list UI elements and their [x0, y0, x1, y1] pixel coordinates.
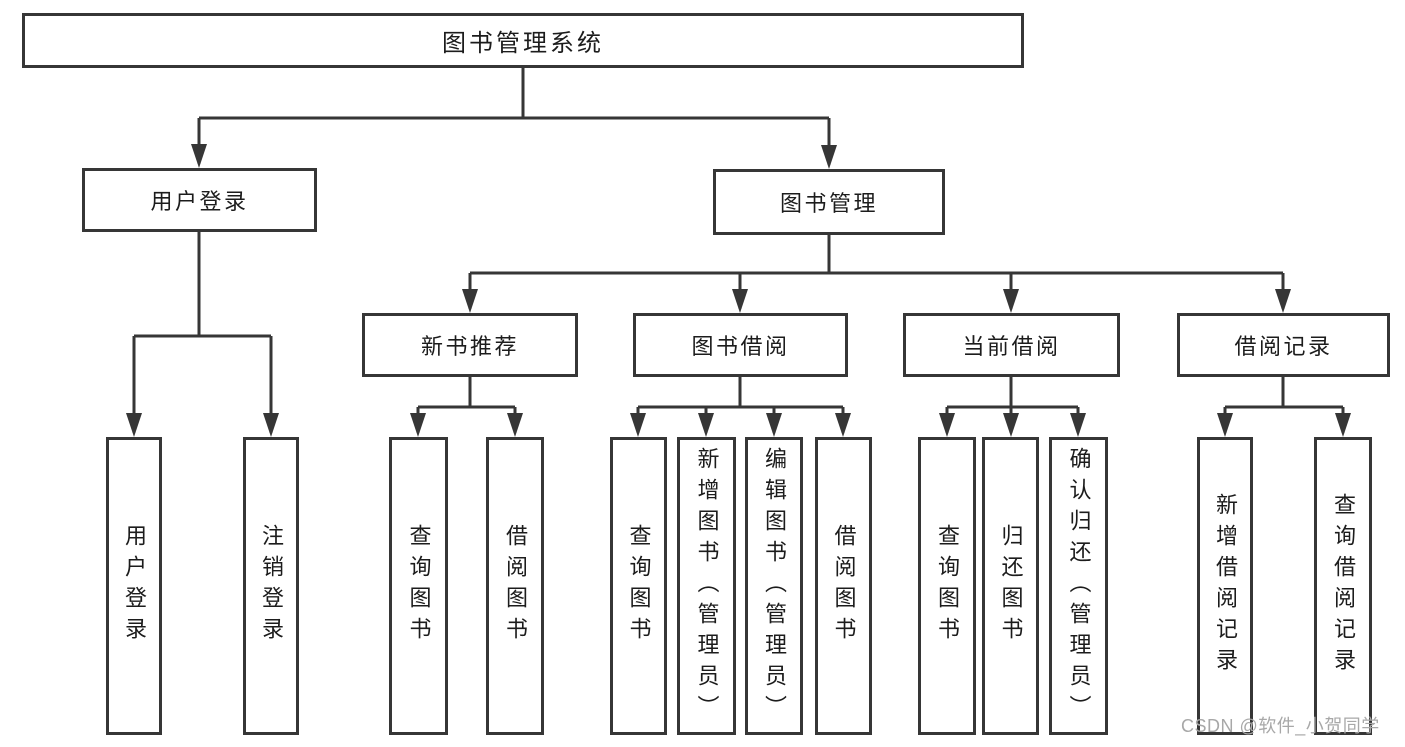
node-login-logout: 注销登录 — [243, 437, 299, 735]
node-label: 查询图书 — [626, 524, 652, 648]
node-label: 图书借阅 — [691, 334, 790, 359]
node-login: 用户登录 — [82, 168, 317, 232]
node-label: 注销登录 — [259, 524, 284, 648]
node-current-query: 查询图书 — [918, 437, 976, 735]
node-label: 确认归还（管理员） — [1066, 446, 1092, 726]
node-label: 查询图书 — [935, 524, 960, 648]
node-current: 当前借阅 — [903, 313, 1120, 377]
node-label: 借阅图书 — [503, 524, 528, 648]
node-record: 借阅记录 — [1177, 313, 1390, 377]
node-rec-borrow: 借阅图书 — [486, 437, 544, 735]
node-borrow-add: 新增图书（管理员） — [677, 437, 736, 735]
node-label: 借阅记录 — [1234, 334, 1333, 359]
node-record-add: 新增借阅记录 — [1197, 437, 1253, 735]
node-label: 归还图书 — [998, 524, 1024, 648]
node-record-query: 查询借阅记录 — [1314, 437, 1372, 735]
node-root: 图书管理系统 — [22, 13, 1024, 68]
node-login-user: 用户登录 — [106, 437, 162, 735]
node-label: 借阅图书 — [831, 524, 857, 648]
node-borrow-edit: 编辑图书（管理员） — [745, 437, 803, 735]
node-label: 编辑图书（管理员） — [762, 446, 787, 726]
node-label: 用户登录 — [122, 524, 147, 648]
node-label: 查询借阅记录 — [1331, 493, 1356, 679]
node-label: 当前借阅 — [962, 334, 1061, 359]
node-current-confirm: 确认归还（管理员） — [1049, 437, 1108, 735]
node-borrow-query: 查询图书 — [610, 437, 667, 735]
node-rec-query: 查询图书 — [389, 437, 448, 735]
node-label: 用户登录 — [150, 189, 249, 214]
node-label: 图书管理 — [779, 191, 878, 216]
node-label: 新增图书（管理员） — [694, 446, 720, 726]
node-rec: 新书推荐 — [362, 313, 578, 377]
csdn-watermark: CSDN @软件_小贺同学 — [1181, 716, 1380, 736]
node-label: 新增借阅记录 — [1213, 493, 1238, 679]
node-label: 新书推荐 — [420, 334, 519, 359]
node-mgmt: 图书管理 — [713, 169, 945, 235]
node-current-return: 归还图书 — [982, 437, 1039, 735]
node-borrow: 图书借阅 — [633, 313, 848, 377]
node-label: 查询图书 — [406, 524, 432, 648]
node-label: 图书管理系统 — [442, 30, 604, 57]
node-borrow-lend: 借阅图书 — [815, 437, 872, 735]
